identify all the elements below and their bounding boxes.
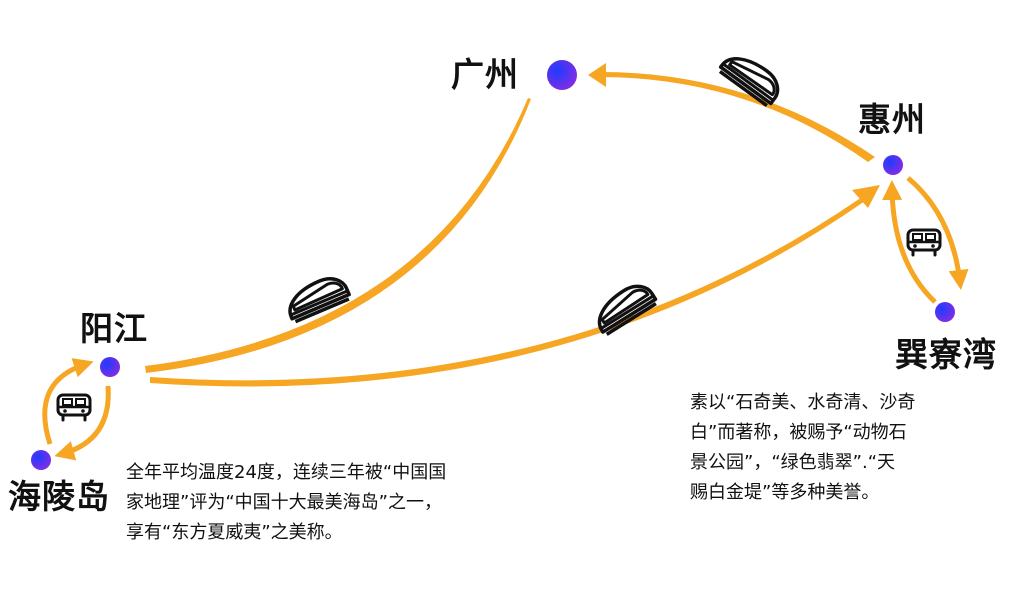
node-guangzhou — [547, 60, 577, 90]
description-hailingdao: 全年平均温度24度，连续三年被“中国国 家地理”评为“中国十大最美海岛”之一， … — [126, 462, 447, 543]
route-guangzhou-yangjiang — [145, 98, 531, 373]
route-huizhou-xunliaowan — [906, 176, 969, 290]
description-xunliaowan: 素以“石奇美、水奇清、沙奇 白”而著称，被赐予“动物石 景公园”，“绿色翡翠”.… — [690, 392, 916, 503]
city-label-huizhou: 惠州 — [858, 100, 926, 139]
node-hailingdao — [31, 450, 51, 470]
city-label-xunliaowan: 巽寮湾 — [895, 335, 997, 374]
bus-icon — [906, 228, 942, 257]
route-yangjiang-hailingdao — [54, 385, 111, 461]
route-hailingdao-yangjiang — [42, 358, 94, 445]
train-icon — [588, 277, 660, 338]
route-yangjiang-huizhou — [150, 197, 865, 387]
city-label-yangjiang: 阳江 — [80, 309, 148, 348]
city-label-guangzhou: 广州 — [451, 55, 519, 94]
node-huizhou — [883, 155, 903, 175]
node-yangjiang — [100, 357, 120, 377]
city-label-hailingdao: 海陵岛 — [8, 477, 110, 516]
node-xunliaowan — [935, 302, 955, 322]
bus-icon — [56, 393, 92, 422]
arrow-head-guangzhou — [588, 63, 606, 87]
route-xunliaowan-huizhou — [882, 180, 937, 304]
arrow-head-huizhou — [852, 185, 880, 208]
